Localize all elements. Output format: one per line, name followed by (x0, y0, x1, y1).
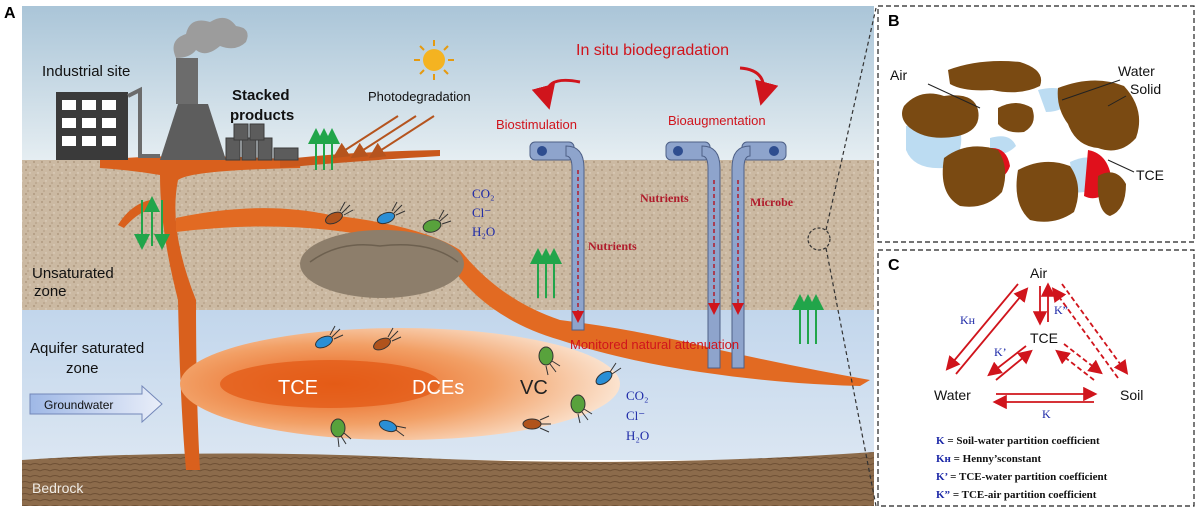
panel-c: C Air TCE Water Soil Kʜ K” K’ K K = Soil… (877, 249, 1195, 507)
products-upper: CO₂ Cl⁻ H₂O (472, 186, 495, 239)
label-aquifer-1: Aquifer saturated (30, 340, 144, 357)
dashed-partition-arrows (1051, 283, 1129, 381)
product-cl-upper: Cl⁻ (472, 205, 491, 220)
upward-arrows-right (792, 294, 824, 344)
stacked-barrels (225, 123, 299, 161)
legend-row: K = Soil-water partition coefficient (936, 435, 1100, 447)
product-h2o-upper: H₂O (472, 224, 495, 239)
label-c-kp: K’ (994, 345, 1007, 359)
label-unsaturated-1: Unsaturated (32, 265, 114, 282)
label-stacked-products-2: products (230, 107, 294, 124)
label-biostimulation: Biostimulation (496, 117, 577, 132)
plume-core (220, 360, 440, 408)
label-photodegradation: Photodegradation (368, 89, 471, 104)
bedrock (22, 452, 874, 506)
injection-well-bioaugmentation-1 (665, 141, 721, 369)
panel-b: B Air Water Solid TCE (877, 5, 1195, 243)
label-c-water: Water (934, 387, 971, 403)
sky (22, 6, 874, 162)
panel-label-c: C (888, 257, 900, 274)
label-b-tce: TCE (1136, 167, 1164, 183)
label-dces: DCEs (412, 377, 464, 399)
label-b-water: Water (1118, 63, 1155, 79)
curved-arrow-left (531, 78, 581, 110)
label-stacked-products-1: Stacked (232, 87, 290, 104)
injection-well-biostimulation (529, 141, 585, 331)
panel-a: A Industrial site Stacked products Photo… (4, 5, 877, 507)
label-c-kpp: K” (1054, 303, 1068, 317)
legend-row: K’ = TCE-water partition coefficient (936, 471, 1108, 483)
photodegradation-arrows (332, 115, 435, 159)
microbes (315, 201, 622, 448)
label-c-kh: Kʜ (960, 313, 976, 327)
vertical-exchange-arrows (134, 196, 170, 250)
label-c-air: Air (1030, 265, 1047, 281)
label-c-tce: TCE (1030, 330, 1058, 346)
panel-b-leaders (927, 79, 1135, 173)
injection-well-bioaugmentation-2 (731, 141, 787, 369)
photodegradation-spread (280, 150, 440, 168)
label-b-solid: Solid (1130, 81, 1161, 97)
label-c-k: K (1042, 407, 1051, 421)
zoom-line-top (825, 7, 877, 231)
volatilization-arrows (308, 128, 340, 170)
product-co2-upper: CO₂ (472, 186, 495, 201)
label-aquifer-2: zone (66, 360, 99, 377)
label-nutrients-2: Nutrients (640, 191, 689, 205)
label-industrial-site: Industrial site (42, 63, 130, 80)
label-nutrients-1: Nutrients (588, 239, 637, 253)
upward-arrows-mid (530, 248, 562, 298)
products-lower: CO₂ Cl⁻ H₂O (626, 388, 649, 443)
contaminant-branch (176, 208, 870, 386)
label-in-situ: In situ biodegradation (576, 42, 729, 59)
groundwater-arrow (29, 384, 163, 424)
label-microbe: Microbe (750, 195, 794, 209)
legend-row: K” = TCE-air partition coefficient (936, 489, 1097, 501)
product-h2o-lower: H₂O (626, 428, 649, 443)
panel-label-b: B (888, 13, 900, 30)
zoom-line-bottom (825, 247, 877, 507)
rock-lens (300, 230, 464, 298)
label-vc: VC (520, 377, 548, 399)
label-tce: TCE (278, 377, 318, 399)
unsaturated-zone (22, 160, 874, 310)
curved-arrow-right (739, 66, 779, 106)
label-c-soil: Soil (1120, 387, 1143, 403)
product-co2-lower: CO₂ (626, 388, 649, 403)
partition-legend: K = Soil-water partition coefficient Kʜ … (936, 435, 1108, 501)
label-b-air: Air (890, 67, 907, 83)
label-monitored: Monitored natural attenuation (570, 337, 739, 352)
partition-arrows (945, 282, 1098, 410)
label-bioaugmentation: Bioaugmentation (668, 113, 766, 128)
product-cl-lower: Cl⁻ (626, 408, 645, 423)
solid-particles (902, 61, 1140, 222)
label-groundwater: Groundwater (44, 398, 113, 412)
zoom-marker (807, 227, 831, 251)
sun-icon (414, 40, 454, 80)
legend-row: Kʜ = Henny’sconstant (936, 453, 1041, 465)
label-unsaturated-2: zone (34, 283, 67, 300)
industrial-building (56, 17, 248, 160)
panel-label-a: A (4, 5, 16, 22)
label-bedrock: Bedrock (32, 480, 84, 496)
